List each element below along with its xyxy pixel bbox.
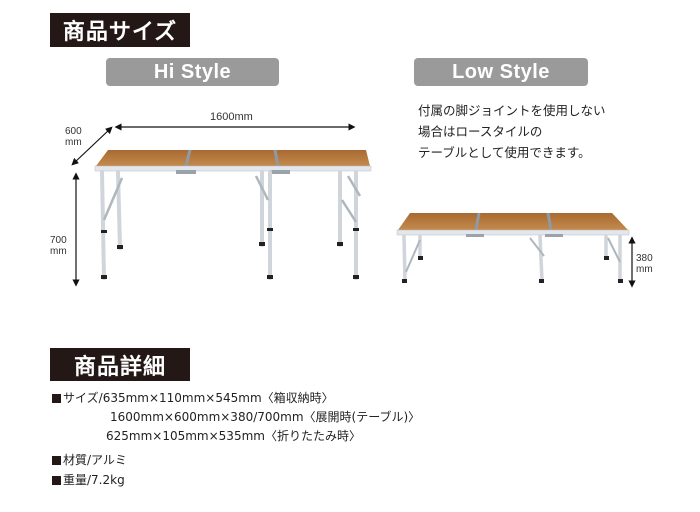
bullet-square-icon bbox=[52, 456, 61, 465]
spec-size: サイズ/635mm×110mm×545mm〈箱収納時〉 bbox=[52, 389, 334, 407]
hi-style-label: Hi Style bbox=[153, 60, 232, 83]
low-height-unit: mm bbox=[636, 264, 653, 275]
section-title-size: 商品サイズ bbox=[50, 13, 190, 47]
spec-size-folded: 625mm×105mm×535mm〈折りたたみ時〉 bbox=[106, 427, 361, 445]
hi-height-dimension: 700 mm bbox=[50, 235, 67, 257]
spec-size-expanded-text: 1600mm×600mm×380/700mm〈展開時(テーブル)〉 bbox=[110, 410, 421, 424]
hi-style-badge: Hi Style bbox=[106, 58, 279, 86]
section-title-size-text: 商品サイズ bbox=[62, 20, 178, 45]
hi-height-value: 700 bbox=[50, 235, 67, 246]
bullet-square-icon bbox=[52, 476, 61, 485]
spec-size-folded-text: 625mm×105mm×535mm〈折りたたみ時〉 bbox=[106, 429, 361, 443]
hi-width-text: 1600mm bbox=[210, 111, 253, 123]
low-style-note: 付属の脚ジョイントを使用しない 場合はロースタイルの テーブルとして使用できます… bbox=[418, 100, 606, 163]
hi-style-table-illustration bbox=[71, 123, 372, 287]
low-style-note-line: テーブルとして使用できます。 bbox=[418, 145, 591, 160]
section-title-detail-text: 商品詳細 bbox=[73, 354, 166, 380]
low-height-dimension: 380 mm bbox=[636, 253, 653, 275]
low-style-badge: Low Style bbox=[414, 58, 588, 86]
low-style-note-line: 場合はロースタイルの bbox=[418, 124, 543, 139]
hi-width-dimension: 1600mm bbox=[210, 112, 253, 123]
spec-size-label: サイズ/ bbox=[63, 391, 103, 405]
spec-size-boxed: 635mm×110mm×545mm〈箱収納時〉 bbox=[102, 391, 334, 405]
spec-material: 材質/アルミ bbox=[52, 451, 127, 469]
low-style-label: Low Style bbox=[452, 60, 550, 83]
spec-size-expanded: 1600mm×600mm×380/700mm〈展開時(テーブル)〉 bbox=[110, 408, 420, 426]
hi-height-unit: mm bbox=[50, 246, 67, 257]
low-style-note-line: 付属の脚ジョイントを使用しない bbox=[418, 103, 606, 118]
spec-weight: 重量/7.2kg bbox=[52, 471, 125, 489]
spec-material-text: 材質/アルミ bbox=[63, 453, 127, 467]
low-height-value: 380 bbox=[636, 253, 653, 264]
low-style-table-illustration bbox=[396, 212, 636, 288]
bullet-square-icon bbox=[52, 394, 61, 403]
spec-weight-text: 重量/7.2kg bbox=[63, 473, 125, 487]
section-title-detail: 商品詳細 bbox=[50, 348, 190, 381]
